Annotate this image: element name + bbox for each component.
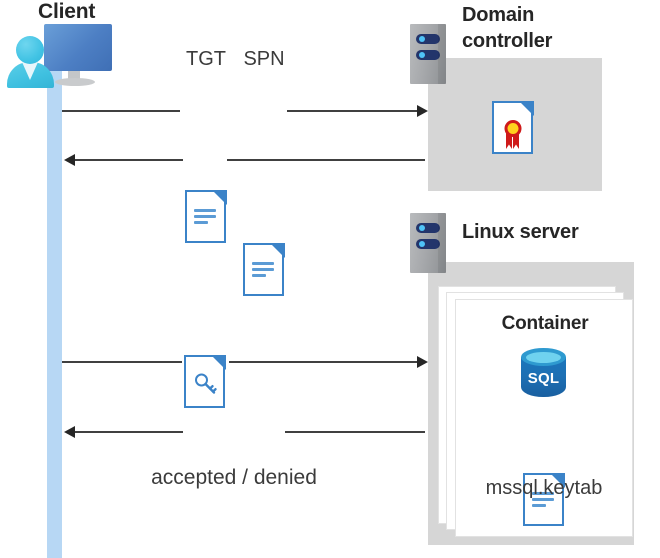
sql-label: SQL: [527, 370, 560, 387]
rack-sheen: [438, 213, 446, 273]
spn-document-icon: [243, 242, 285, 296]
doc-lines-icon: [532, 492, 554, 510]
tgt-document-icon: [185, 189, 227, 243]
message-2-line-left: [75, 159, 183, 161]
rack-bay-icon: [416, 239, 440, 249]
user-collar-icon: [22, 62, 38, 80]
doc-fold-icon: [518, 100, 534, 116]
cert-seal-icon: [504, 120, 521, 137]
message-3-arrowhead: [417, 356, 428, 368]
accepted-denied-caption: accepted / denied: [151, 466, 317, 489]
server-rack-icon-domain-controller: [410, 24, 446, 84]
message-2-arrowhead: [64, 154, 75, 166]
linux-server-title: Linux server: [462, 221, 579, 243]
spn-label: SPN: [243, 48, 285, 70]
doc-lines-icon: [194, 209, 216, 227]
doc-fold-icon: [211, 189, 227, 205]
message-1-line-left: [62, 110, 180, 112]
message-3-line-left: [62, 361, 182, 363]
message-2-line-right: [227, 159, 425, 161]
rack-bay-icon: [416, 34, 440, 44]
sql-cylinder-top-inner: [526, 352, 561, 363]
message-4-line-right: [285, 431, 425, 433]
doc-fold-icon: [549, 472, 565, 488]
message-4-arrowhead: [64, 426, 75, 438]
doc-fold-icon: [269, 242, 285, 258]
certificate-document-icon: [492, 100, 534, 154]
doc-lines-icon: [252, 262, 274, 280]
message-1-arrowhead: [417, 105, 428, 117]
message-4-line-left: [75, 431, 183, 433]
message-3-line-right: [229, 361, 418, 363]
container-title: Container: [501, 313, 589, 334]
key-document-icon: [184, 354, 226, 408]
keytab-filename-label: mssql.keytab: [485, 477, 603, 499]
message-1-line-right: [287, 110, 418, 112]
sql-database-icon: SQL: [521, 348, 566, 403]
rack-bay-icon: [416, 50, 440, 60]
monitor-base-icon: [55, 78, 95, 86]
tgt-label: TGT: [186, 48, 226, 70]
user-head-icon: [16, 36, 44, 64]
rack-bay-icon: [416, 223, 440, 233]
monitor-screen-icon: [44, 24, 112, 71]
client-title: Client: [38, 0, 96, 23]
client-lifeline: [47, 60, 62, 558]
cert-ribbon-tail: [513, 133, 519, 149]
doc-fold-icon: [210, 354, 226, 370]
rack-sheen: [438, 24, 446, 84]
cert-ribbon-tail: [506, 133, 512, 149]
key-glyph-icon: [195, 373, 217, 394]
domain-controller-title: Domain controller: [462, 4, 553, 52]
server-rack-icon-linux-server: [410, 213, 446, 273]
keytab-document-icon: [523, 472, 565, 526]
